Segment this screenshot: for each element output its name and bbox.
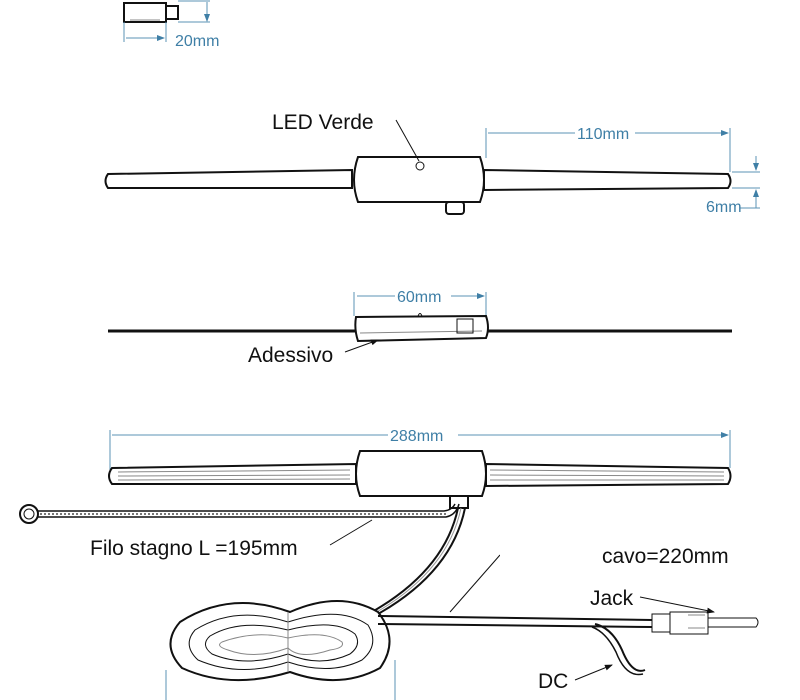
full-assembly-view: 288mm Filo stagno L =195mm	[19, 426, 759, 700]
ground-wire-label: Filo stagno L =195mm	[90, 537, 298, 560]
led-indicator-icon	[415, 161, 425, 171]
dimension-20mm: 20mm	[175, 33, 219, 50]
coax-cable	[377, 615, 653, 621]
dimension-60mm: 60mm	[397, 289, 441, 306]
jack-housing	[651, 613, 671, 633]
led-leader-line	[395, 119, 420, 162]
dimension-110mm: 110mm	[577, 126, 629, 143]
cable-coil	[169, 600, 391, 682]
dimension-288mm: 288mm	[390, 428, 443, 445]
cable-label: cavo=220mm	[602, 545, 729, 568]
adhesive-label: Adessivo	[248, 344, 333, 367]
top-view: LED Verde 110mm 6mm	[104, 111, 760, 216]
side-clip	[456, 318, 474, 334]
cable-leader-line	[449, 554, 501, 613]
small-body-outline	[123, 2, 167, 23]
main-cable	[371, 507, 459, 613]
dc-leader-line	[574, 664, 613, 681]
led-label: LED Verde	[272, 111, 374, 134]
jack-label: Jack	[590, 587, 634, 610]
ground-ring-terminal	[19, 504, 39, 524]
connector-stub	[445, 201, 465, 215]
jack-leader-line	[639, 596, 715, 614]
dc-wire	[594, 623, 646, 672]
side-body	[354, 314, 489, 343]
dc-label: DC	[538, 670, 568, 693]
right-rod	[483, 168, 732, 192]
dimension-6mm: 6mm	[706, 199, 742, 216]
small-connector-outline	[165, 5, 179, 20]
full-left-rod	[108, 462, 357, 485]
ground-wire	[38, 503, 456, 512]
small-side-view: 20mm	[123, 0, 219, 50]
adhesive-leader-line	[344, 339, 379, 353]
jack-pin	[707, 617, 759, 628]
side-view: 60mm Adessivo	[108, 287, 732, 367]
full-center-body	[355, 450, 487, 497]
left-rod	[104, 168, 353, 189]
ground-wire-leader	[329, 519, 373, 546]
center-body	[353, 156, 485, 203]
